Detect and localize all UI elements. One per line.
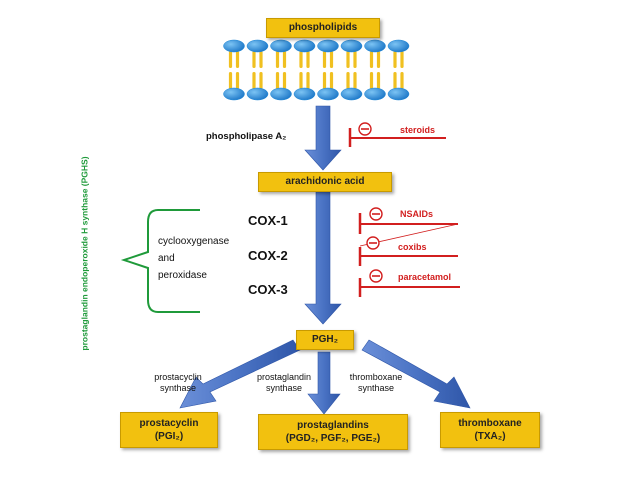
lipid-tail [322, 51, 327, 68]
lipid-tail [393, 51, 397, 68]
lipid-tail [259, 72, 263, 89]
lipid-tail [275, 72, 280, 89]
lipid-tail [235, 51, 240, 68]
lipid-head [246, 39, 269, 53]
lipid-tail [282, 51, 287, 68]
thromboxane-label: thromboxane [458, 418, 522, 429]
node-arachidonic-acid: arachidonic acid [258, 172, 392, 192]
lipid-head [364, 87, 386, 101]
lipid-tail [259, 51, 263, 68]
lipid-tail [346, 72, 350, 89]
cyclooxygenase-label: cyclooxygenase [158, 236, 230, 247]
peroxidase-label: peroxidase [158, 270, 207, 281]
steroids-label: steroids [400, 125, 436, 135]
thromboxane-synthase-line1: thromboxane [349, 372, 403, 382]
prostacyclin-synthase-line1: prostacyclin [154, 372, 202, 382]
coxibs-inhibition [358, 236, 458, 266]
lipid-tail [346, 51, 350, 68]
lipid-head [293, 87, 316, 101]
prostacyclin-label: prostacyclin [139, 418, 199, 429]
lipid-tail [306, 72, 310, 89]
lipid-tail [228, 72, 233, 89]
nsaids-inhibition [358, 207, 459, 247]
lipid-head [340, 39, 363, 53]
lipid-tail [282, 72, 287, 89]
prostaglandins-abbrev: (PGD₂, PGF₂, PGE₂) [285, 433, 381, 444]
lipid-tail [299, 51, 303, 68]
lipid-head [340, 87, 363, 101]
pghs-vertical-label: prostaglandin endoperoxide H synthase (P… [79, 156, 90, 351]
lipid-head [317, 39, 339, 53]
phospholipase-label: phospholipase A₂ [206, 131, 287, 142]
pghs-bracket [120, 209, 200, 313]
node-thromboxane: thromboxane (TXA₂) [440, 412, 540, 448]
prostacyclin-synthase-label: prostacyclin synthase [138, 372, 218, 394]
prostacyclin-synthase-line2: synthase [159, 383, 197, 393]
lipid-tail [306, 51, 310, 68]
lipid-tail [353, 72, 357, 89]
thromboxane-synthase-line2: synthase [357, 383, 395, 393]
lipid-tail [400, 72, 404, 89]
lipid-tail [393, 72, 397, 89]
node-prostacyclin: prostacyclin (PGI₂) [120, 412, 218, 448]
steroids-inhibition [348, 122, 446, 147]
lipid-tail [376, 72, 381, 89]
arachidonic-acid-label: arachidonic acid [285, 176, 365, 187]
node-prostaglandins: prostaglandins (PGD₂, PGF₂, PGE₂) [258, 414, 408, 450]
lipid-head [387, 39, 410, 53]
lipid-head [223, 39, 245, 53]
lipid-tail [252, 51, 256, 68]
lipid-tail [376, 51, 381, 68]
lipid-tail [353, 51, 357, 68]
lipid-tail [369, 51, 374, 68]
thromboxane-synthase-label: thromboxane synthase [336, 372, 416, 394]
lipid-tail [252, 72, 256, 89]
arrow-pgh2-to-prostaglandins [307, 351, 341, 415]
lipid-head [387, 87, 410, 101]
lipid-tail [329, 51, 334, 68]
lipid-tail [228, 51, 233, 68]
lipid-tail [299, 72, 303, 89]
lipid-head [317, 87, 339, 101]
lipid-head [270, 39, 292, 53]
prostaglandin-synthase-line1: prostaglandin [256, 372, 312, 382]
node-pgh2: PGH₂ [296, 330, 354, 350]
lipid-tail [322, 72, 327, 89]
prostacyclin-abbrev: (PGI₂) [154, 431, 184, 442]
arrow-phospholipids-to-arachidonic [304, 105, 342, 171]
cox1-label: COX-1 [248, 213, 288, 228]
paracetamol-inhibition [358, 269, 460, 297]
lipid-head [364, 39, 386, 53]
node-phospholipids: phospholipids [266, 18, 380, 38]
prostaglandin-synthase-line2: synthase [265, 383, 303, 393]
nsaids-label: NSAIDs [400, 209, 434, 219]
cox3-label: COX-3 [248, 282, 288, 297]
pgh2-label: PGH₂ [311, 334, 339, 345]
arrow-pgh2-to-thromboxane [361, 339, 471, 409]
and-label: and [158, 253, 175, 264]
prostaglandin-synthase-label: prostaglandin synthase [245, 372, 323, 394]
lipid-tail [369, 72, 374, 89]
lipid-head [223, 87, 245, 101]
lipid-head [293, 39, 316, 53]
arrow-pgh2-to-prostacyclin [179, 339, 301, 409]
thromboxane-abbrev: (TXA₂) [474, 431, 506, 442]
lipid-tail [400, 51, 404, 68]
cox2-label: COX-2 [248, 248, 288, 263]
lipid-tail [329, 72, 334, 89]
lipid-head [270, 87, 292, 101]
arrow-arachidonic-to-pgh2 [304, 191, 342, 325]
prostaglandins-label: prostaglandins [297, 420, 369, 431]
phospholipid-bilayer-icon [223, 39, 410, 101]
coxibs-label: coxibs [398, 242, 427, 252]
paracetamol-label: paracetamol [398, 272, 452, 282]
lipid-head [246, 87, 269, 101]
lipid-tail [275, 51, 280, 68]
phospholipids-label: phospholipids [288, 22, 358, 33]
lipid-tail [235, 72, 240, 89]
